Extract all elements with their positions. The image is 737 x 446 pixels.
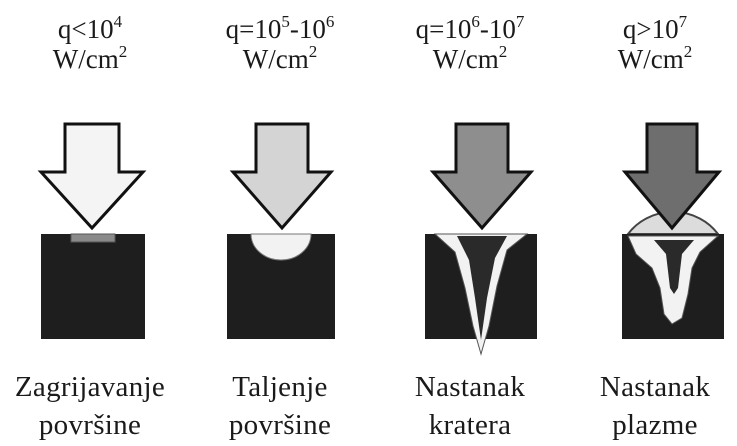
panel-caption: Zagrijavanje površine	[14, 371, 166, 441]
panel-caption: Nastanak plazme	[599, 371, 711, 441]
crater-cavity	[457, 236, 507, 340]
intensity-label: q>107 W/cm2	[617, 12, 693, 74]
laser-beam-arrow	[229, 122, 335, 231]
intensity-label: q=106-107 W/cm2	[415, 12, 525, 74]
laser-beam-arrow	[621, 122, 723, 231]
panel-caption: Taljenje površine	[228, 371, 332, 441]
surface-heating-figure	[37, 122, 147, 339]
workpiece-block	[41, 234, 145, 339]
panel-surface-heating: q<104 W/cm2 Zagrijavanje površine	[5, 0, 175, 446]
intensity-label: q<104 W/cm2	[52, 12, 128, 74]
laser-beam-arrow	[429, 122, 535, 231]
heated-surface-layer	[70, 233, 116, 243]
molten-pool	[250, 233, 312, 261]
laser-beam-arrow	[37, 122, 147, 231]
surface-melting-figure	[227, 122, 335, 339]
plasma-formation-figure	[621, 122, 724, 339]
panel-caption: Nastanak kratera	[414, 371, 526, 441]
crater-formation-figure	[425, 122, 537, 356]
keyhole-cavity	[654, 240, 694, 294]
panel-crater-formation: q=106-107 W/cm2 Nastanak kratera	[385, 0, 555, 446]
panel-plasma-formation: q>107 W/cm2 Nastanak plazme	[570, 0, 737, 446]
panel-surface-melting: q=105-106 W/cm2 Taljenje površine	[195, 0, 365, 446]
intensity-label: q=105-106 W/cm2	[225, 12, 335, 74]
